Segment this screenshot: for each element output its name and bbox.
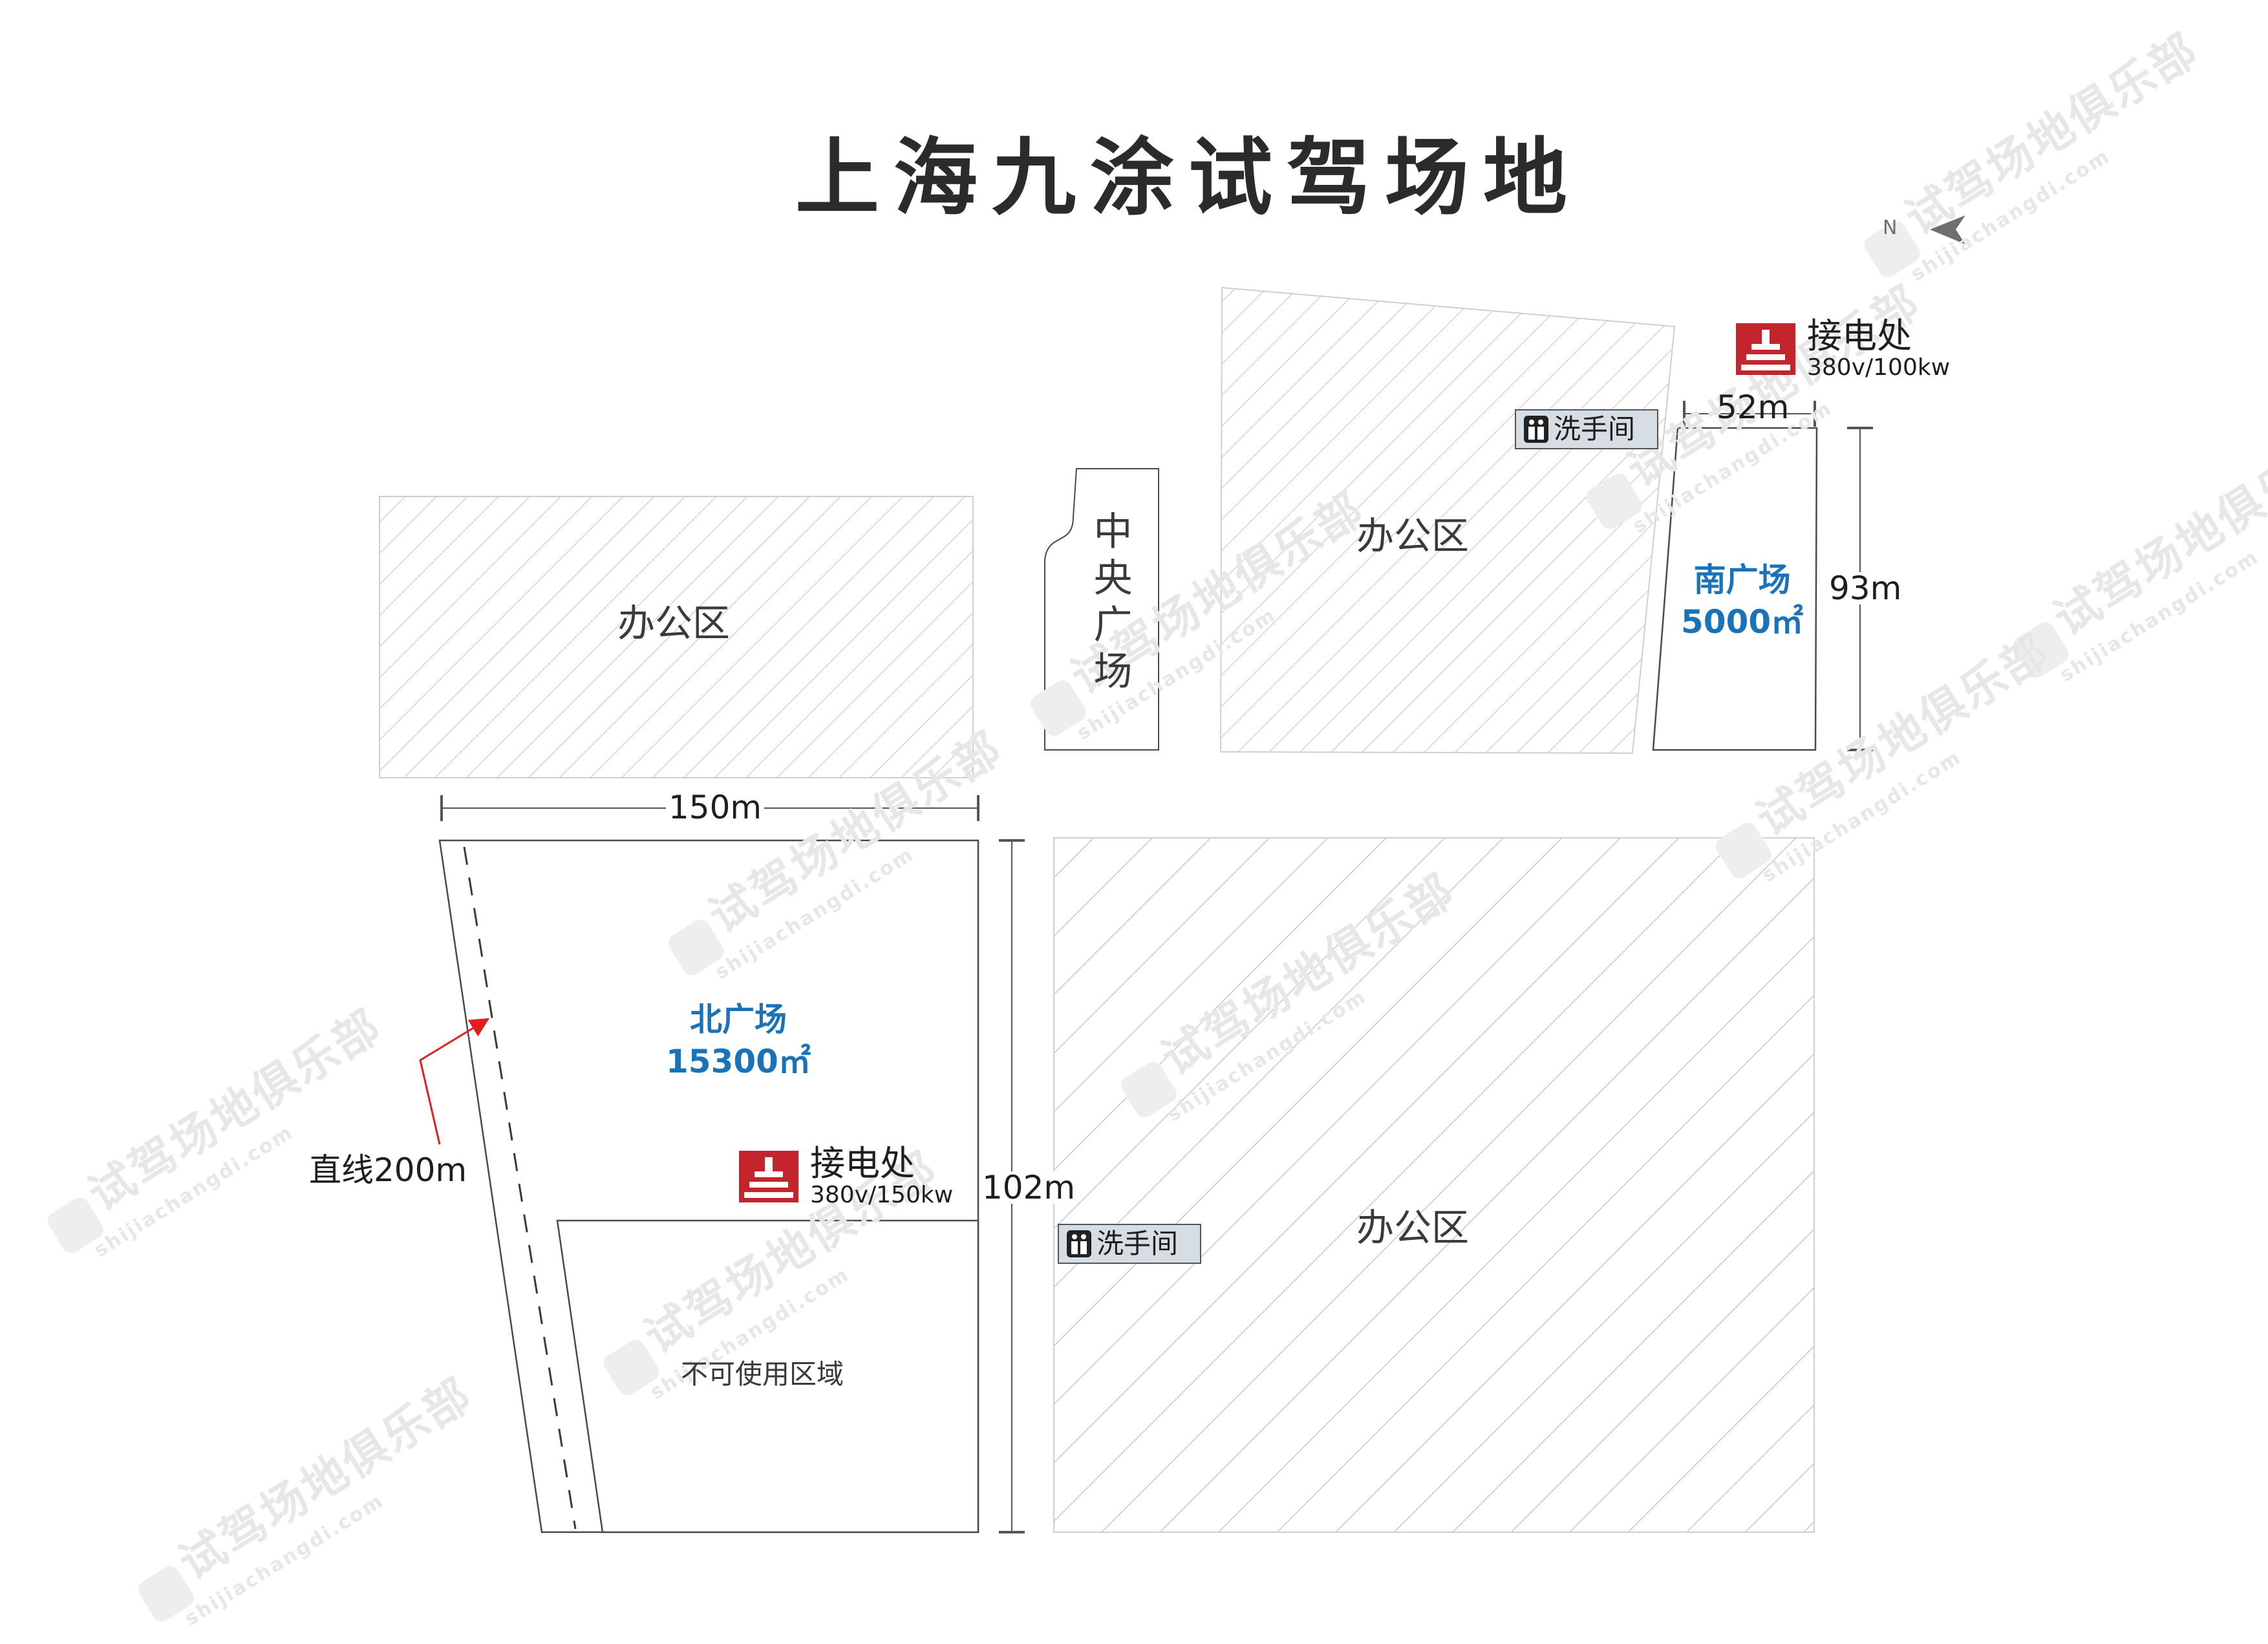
power-point-south: 接电处 380v/100kw <box>1736 315 1951 381</box>
power-point-north-spec: 380v/150kw <box>810 1181 954 1208</box>
unusable-area-label: 不可使用区域 <box>681 1358 844 1390</box>
compass-label: N <box>1883 217 1898 239</box>
unusable-area <box>556 1219 979 1533</box>
south-width-label: 52m <box>1717 389 1790 426</box>
straight-line-track <box>463 846 577 1530</box>
south-plaza-name: 南广场 <box>1693 561 1791 599</box>
power-outlet-icon <box>1736 323 1795 376</box>
restroom-top: 洗手间 <box>1515 409 1658 449</box>
restroom-icon <box>1524 416 1548 443</box>
power-point-south-spec: 380v/100kw <box>1807 354 1951 381</box>
straight-line-label: 直线200m <box>309 1151 467 1189</box>
south-plaza-label: 南广场 5000㎡ <box>1681 559 1803 643</box>
central-plaza-area <box>1044 468 1159 751</box>
restroom-bottom: 洗手间 <box>1058 1224 1201 1264</box>
restroom-top-label: 洗手间 <box>1554 413 1636 445</box>
power-outlet-icon <box>739 1151 798 1203</box>
office-left-label: 办公区 <box>617 601 731 645</box>
north-plaza-label: 北广场 15300㎡ <box>666 999 811 1083</box>
south-height-label: 93m <box>1826 572 1905 604</box>
site-map: 试驾场地俱乐部 shijiachangdi.com 试驾场地俱乐部 shijia… <box>44 23 2268 1630</box>
central-plaza-label: 中央广场 <box>1087 511 1132 697</box>
straight-line-arrow <box>419 1018 490 1145</box>
office-top-right-label: 办公区 <box>1356 514 1470 558</box>
north-height-label: 102m <box>979 1171 1078 1204</box>
restroom-bottom-label: 洗手间 <box>1097 1228 1179 1259</box>
north-plaza-area-value: 15300㎡ <box>666 1043 811 1080</box>
power-point-south-label: 接电处 <box>1807 315 1912 356</box>
power-point-north: 接电处 380v/150kw <box>739 1143 954 1208</box>
compass-icon <box>1930 215 1965 244</box>
north-plaza-name: 北广场 <box>689 1001 787 1038</box>
north-width-label: 150m <box>666 791 765 824</box>
site-plan-drawing <box>379 215 1965 1533</box>
office-bottom-right-label: 办公区 <box>1356 1206 1470 1250</box>
south-plaza-area-value: 5000㎡ <box>1681 603 1804 641</box>
office-bottom-right-area <box>1053 837 1815 1533</box>
power-point-north-label: 接电处 <box>810 1143 915 1184</box>
office-left-area <box>379 496 974 778</box>
restroom-icon <box>1067 1230 1091 1257</box>
office-top-right-area <box>1219 286 1676 754</box>
page-title: 上海九涂试驾场地 <box>795 129 1582 227</box>
south-plaza-area <box>1652 427 1818 751</box>
